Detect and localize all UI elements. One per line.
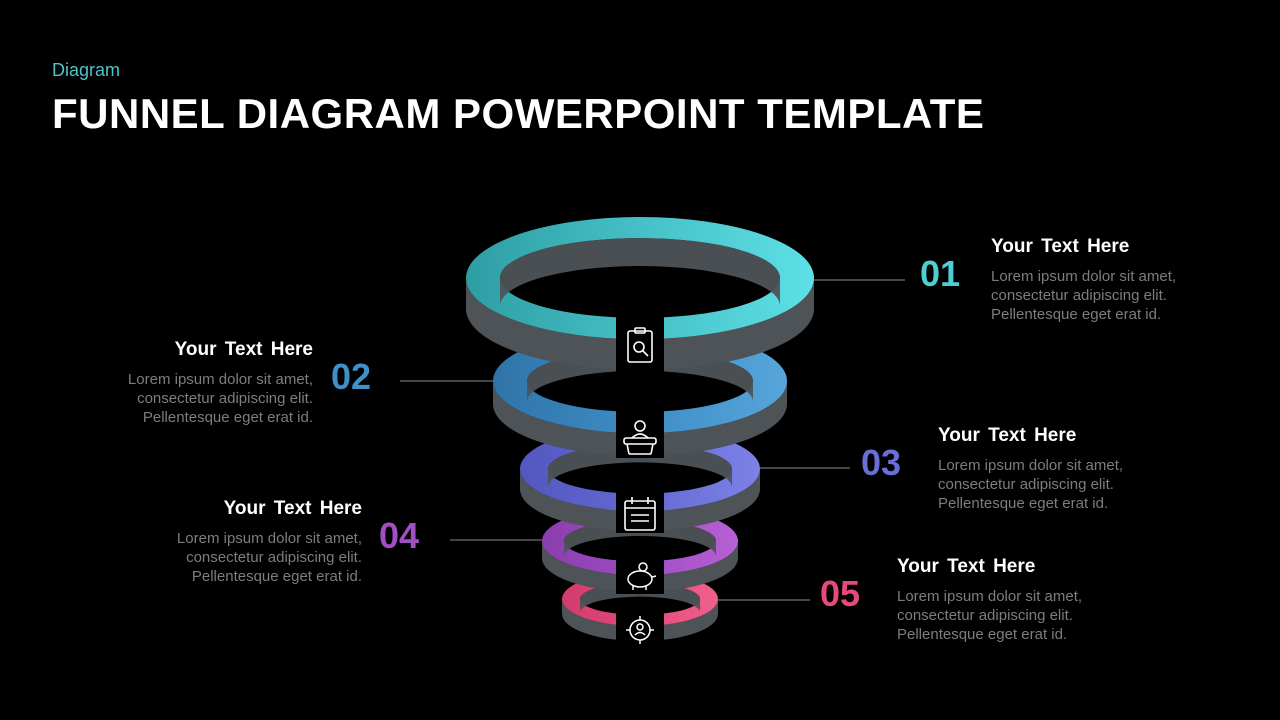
ring-gap xyxy=(616,407,664,458)
stage-number-03: 03 xyxy=(861,442,902,483)
stage-number-05: 05 xyxy=(820,573,861,614)
calendar-icon xyxy=(624,497,656,531)
stage-body-line: consectetur adipiscing elit. xyxy=(186,549,362,566)
stage-text-03: Your Text Here Lorem ipsum dolor sit ame… xyxy=(938,425,1198,513)
stage-body: Lorem ipsum dolor sit amet, consectetur … xyxy=(102,529,362,586)
clipboard-check-icon xyxy=(627,327,653,363)
stage-heading: Your Text Here xyxy=(174,339,313,360)
funnel-rings xyxy=(465,216,815,643)
ring-side-wall xyxy=(520,469,760,531)
stage-body-line: Pellentesque eget erat id. xyxy=(897,626,1068,643)
stage-body-line: consectetur adipiscing elit. xyxy=(938,476,1114,493)
stage-text-05: Your Text Here Lorem ipsum dolor sit ame… xyxy=(897,556,1157,644)
stage-body: Lorem ipsum dolor sit amet, consectetur … xyxy=(897,587,1157,644)
stage-body-line: Lorem ipsum dolor sit amet, xyxy=(897,588,1083,605)
stage-body-line: consectetur adipiscing elit. xyxy=(137,390,313,407)
ring-inner-wall xyxy=(548,444,732,487)
ring-side-wall xyxy=(562,599,718,641)
ring-side-wall xyxy=(466,278,814,370)
stage-number-01: 01 xyxy=(920,253,961,294)
stage-heading: Your Text Here xyxy=(991,236,1130,257)
ring-inner-wall xyxy=(564,520,716,557)
stage-number-04: 04 xyxy=(379,515,420,556)
connector-lines xyxy=(400,279,905,601)
stage-heading: Your Text Here xyxy=(938,425,1077,446)
target-user-icon xyxy=(626,616,654,644)
page-title: FUNNEL DIAGRAM POWERPOINT TEMPLATE xyxy=(52,90,985,137)
stage-text-04: Your Text Here Lorem ipsum dolor sit ame… xyxy=(102,498,362,586)
stage-body-line: Lorem ipsum dolor sit amet, xyxy=(176,530,362,547)
stage-body: Lorem ipsum dolor sit amet, consectetur … xyxy=(53,370,313,427)
stage-body-line: Pellentesque eget erat id. xyxy=(142,409,313,426)
stage-body-line: Pellentesque eget erat id. xyxy=(191,568,362,585)
stage-body-line: consectetur adipiscing elit. xyxy=(991,287,1167,304)
stage-body-line: Lorem ipsum dolor sit amet, xyxy=(127,371,313,388)
stage-heading: Your Text Here xyxy=(897,556,1036,577)
stage-body-line: consectetur adipiscing elit. xyxy=(897,607,1073,624)
ring-inner-wall xyxy=(580,583,700,613)
ring-inner-wall xyxy=(500,238,780,306)
stage-icons xyxy=(623,327,657,644)
ring-side-wall xyxy=(493,381,787,456)
stage-body-line: Lorem ipsum dolor sit amet, xyxy=(938,457,1124,474)
stage-text-02: Your Text Here Lorem ipsum dolor sit ame… xyxy=(53,339,313,427)
stage-body: Lorem ipsum dolor sit amet, consectetur … xyxy=(991,267,1251,324)
stage-body-line: Pellentesque eget erat id. xyxy=(991,306,1162,323)
eyebrow-label: Diagram xyxy=(52,60,121,80)
stage-body-line: Lorem ipsum dolor sit amet, xyxy=(991,268,1177,285)
stage-number-02: 02 xyxy=(331,356,372,397)
ring-gap xyxy=(616,490,664,533)
stage-heading: Your Text Here xyxy=(223,498,362,519)
stage-body-line: Pellentesque eget erat id. xyxy=(938,495,1109,512)
piggy-bank-icon xyxy=(627,562,657,590)
presenter-icon xyxy=(623,420,657,455)
ring-side-wall xyxy=(542,541,738,592)
stage-body: Lorem ipsum dolor sit amet, consectetur … xyxy=(938,456,1198,513)
funnel-ring-01 xyxy=(465,216,815,372)
stage-text-01: Your Text Here Lorem ipsum dolor sit ame… xyxy=(991,236,1251,324)
